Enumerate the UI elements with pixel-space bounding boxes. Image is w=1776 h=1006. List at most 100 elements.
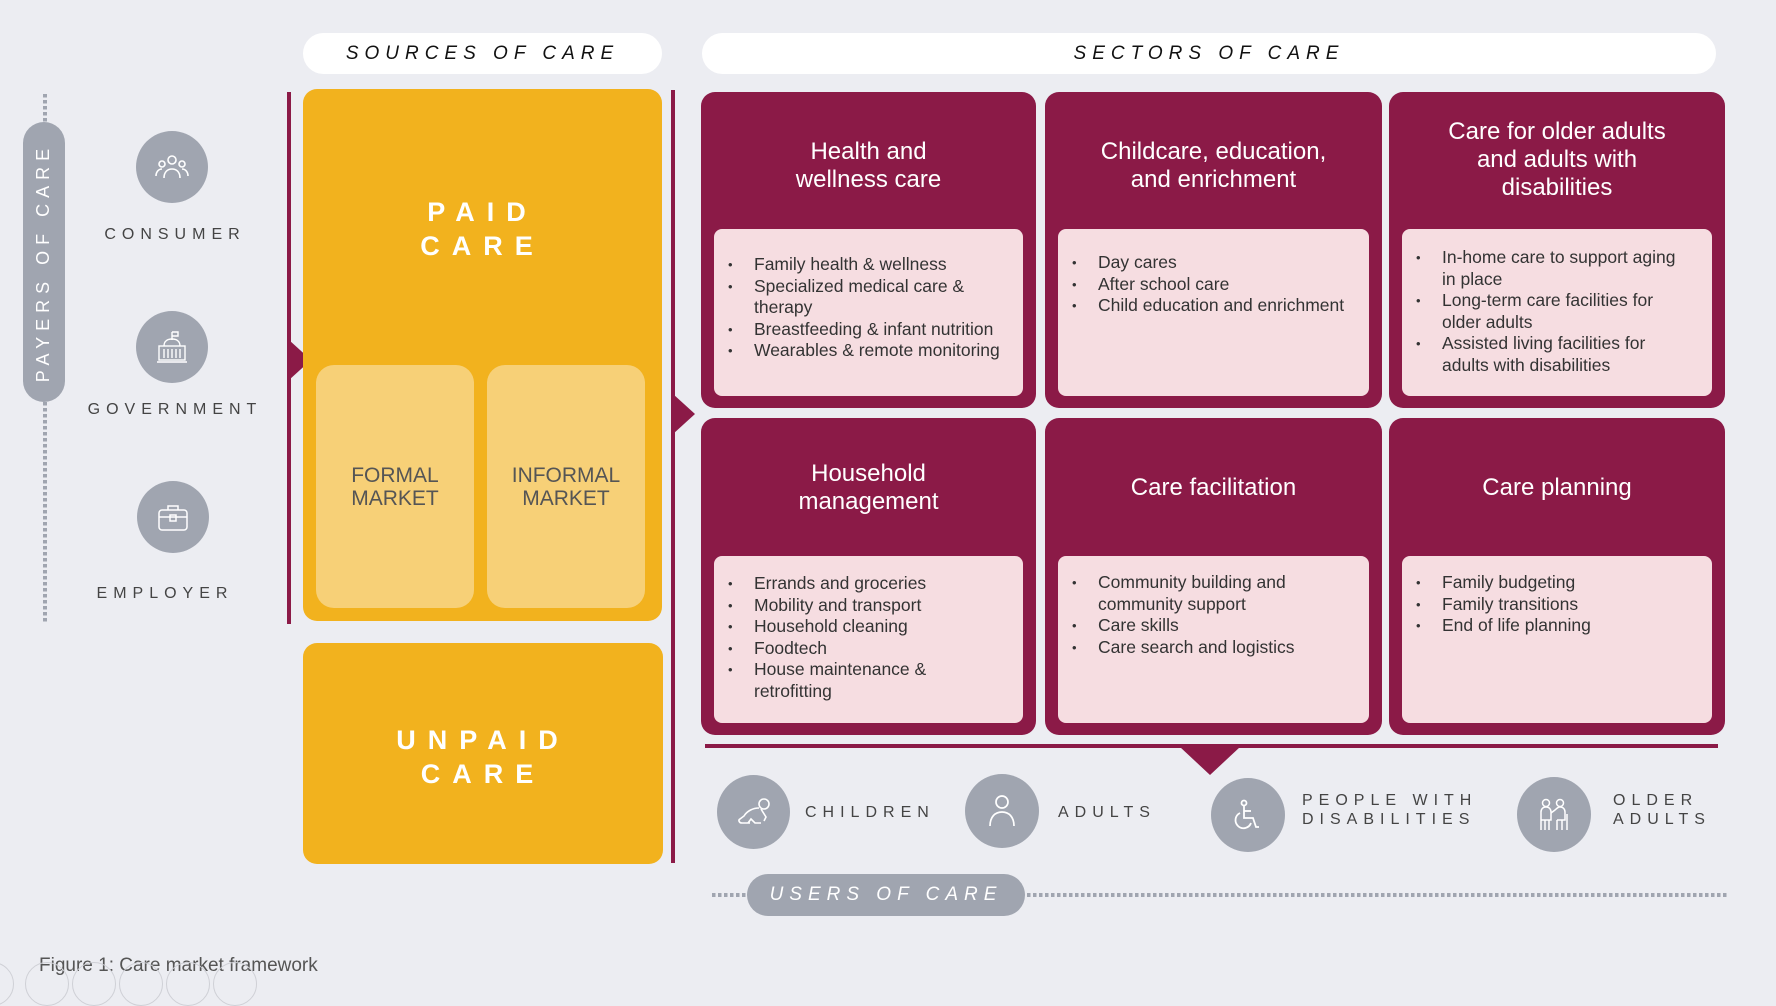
informal-market-line2: MARKET — [522, 486, 610, 510]
sector-title: Care for older adults and adults with di… — [1448, 118, 1666, 201]
sector-title: Care planning — [1482, 474, 1632, 501]
sector-title: Health and wellness care — [795, 138, 942, 193]
paid-care-line2: CARE — [420, 231, 545, 261]
sector-item: Family transitions — [1402, 594, 1712, 616]
sector-item: Errands and groceries — [714, 573, 1023, 595]
sector-item: After school care — [1058, 274, 1369, 296]
wheelchair-icon — [1234, 799, 1259, 830]
sector-item: Family budgeting — [1402, 572, 1712, 594]
payer-label-employer: EMPLOYER — [96, 585, 234, 602]
sector-card: Household management Errands and groceri… — [701, 418, 1036, 735]
sector-item: Family health & wellness — [714, 254, 1023, 276]
payers-dotted-line-top — [43, 94, 47, 122]
sector-item: Long-term care facilities for older adul… — [1402, 290, 1712, 333]
capitol-building-icon — [157, 331, 187, 363]
more-options-icon[interactable] — [213, 962, 257, 1006]
unpaid-care-line2: CARE — [420, 759, 546, 789]
sector-card: Care planning Family budgeting Family tr… — [1389, 418, 1725, 735]
sector-item: Assisted living facilities for adults wi… — [1402, 333, 1712, 376]
sources-of-care-header: SOURCES OF CARE — [303, 33, 662, 74]
sector-item: Specialized medical care & therapy — [714, 276, 1023, 319]
sector-item: Child education and enrichment — [1058, 295, 1369, 317]
payer-label-government: GOVERNMENT — [87, 401, 263, 418]
briefcase-icon — [158, 505, 188, 531]
formal-market-line1: FORMAL — [351, 463, 439, 487]
sector-item: Household cleaning — [714, 616, 1023, 638]
sources-to-sectors-arrow — [673, 394, 695, 434]
edit-pencil-icon[interactable] — [25, 962, 69, 1006]
sector-title: Care facilitation — [1130, 474, 1297, 501]
elderly-couple-icon — [1540, 798, 1568, 830]
employer-icon-circle — [137, 481, 209, 553]
sectors-to-users-bar — [705, 744, 1718, 748]
user-label-older-adults: OLDER ADULTS — [1613, 791, 1711, 829]
person-icon — [989, 795, 1015, 827]
user-label-older-adults-line1: OLDER — [1613, 792, 1699, 809]
sector-card: Childcare, education, and enrichment Day… — [1045, 92, 1382, 408]
crawling-baby-icon — [737, 798, 770, 824]
sector-card: Health and wellness care Family health &… — [701, 92, 1036, 408]
sector-item: Foodtech — [714, 638, 1023, 660]
sector-item: Wearables & remote monitoring — [714, 340, 1023, 362]
government-icon-circle — [136, 311, 208, 383]
sector-items-box: Day cares After school care Child educat… — [1058, 229, 1369, 396]
unpaid-care-title: UNPAID CARE — [303, 723, 663, 791]
sector-item: Mobility and transport — [714, 595, 1023, 617]
paid-care-line1: PAID — [427, 197, 538, 227]
consumer-icon-circle — [136, 131, 208, 203]
sector-card: Care for older adults and adults with di… — [1389, 92, 1725, 408]
payer-label-consumer: CONSUMER — [104, 226, 246, 243]
user-label-disabilities-line2: DISABILITIES — [1302, 811, 1476, 828]
sectors-to-users-arrow — [1180, 747, 1240, 775]
formal-market-line2: MARKET — [351, 486, 439, 510]
sector-item: Day cares — [1058, 252, 1369, 274]
sector-item: In-home care to support aging in place — [1402, 247, 1712, 290]
copy-icon[interactable] — [72, 962, 116, 1006]
sector-items-box: Family health & wellness Specialized med… — [714, 229, 1023, 396]
unpaid-care-box: UNPAID CARE — [303, 643, 663, 864]
user-label-disabilities-line1: PEOPLE WITH — [1302, 792, 1478, 809]
sectors-of-care-header: SECTORS OF CARE — [702, 33, 1716, 74]
sector-title: Household management — [798, 460, 939, 515]
sector-items-box: Community building and community support… — [1058, 556, 1369, 723]
users-dotted-line-right — [1027, 893, 1727, 897]
users-dotted-line-left — [712, 893, 747, 897]
sector-item: Community building and community support — [1058, 572, 1369, 615]
user-label-children: CHILDREN — [805, 804, 935, 821]
window-icon[interactable] — [166, 962, 210, 1006]
user-label-older-adults-line2: ADULTS — [1613, 811, 1711, 828]
disabilities-icon-circle — [1211, 778, 1285, 852]
paid-care-title: PAID CARE — [303, 195, 662, 263]
sectors-of-care-label: SECTORS OF CARE — [1073, 42, 1345, 64]
children-icon-circle — [717, 775, 790, 849]
toolbar-ghost-icon[interactable] — [0, 962, 14, 1006]
sector-items-box: Family budgeting Family transitions End … — [1402, 556, 1712, 723]
people-group-icon — [155, 155, 189, 179]
sector-title: Childcare, education, and enrichment — [1100, 138, 1327, 193]
users-of-care-label: USERS OF CARE — [769, 884, 1003, 905]
informal-market-line1: INFORMAL — [511, 463, 621, 487]
search-icon[interactable] — [119, 962, 163, 1006]
sector-card: Care facilitation Community building and… — [1045, 418, 1382, 735]
sector-items-box: Errands and groceries Mobility and trans… — [714, 556, 1023, 723]
users-of-care-pill: USERS OF CARE — [747, 874, 1025, 916]
payers-of-care-pill: PAYERS OF CARE — [23, 122, 65, 402]
user-label-adults: ADULTS — [1058, 804, 1156, 821]
sector-item: Care search and logistics — [1058, 637, 1369, 659]
older-adults-icon-circle — [1517, 777, 1591, 852]
sector-items-box: In-home care to support aging in place L… — [1402, 229, 1712, 396]
sources-of-care-label: SOURCES OF CARE — [345, 42, 620, 64]
sector-item: Breastfeeding & infant nutrition — [714, 319, 1023, 341]
sources-to-sectors-line — [671, 90, 675, 863]
user-label-disabilities: PEOPLE WITH DISABILITIES — [1302, 791, 1477, 829]
sector-item: House maintenance & retrofitting — [714, 659, 1023, 702]
sector-item: End of life planning — [1402, 615, 1712, 637]
adults-icon-circle — [965, 774, 1039, 848]
sector-item: Care skills — [1058, 615, 1369, 637]
unpaid-care-line1: UNPAID — [396, 725, 570, 755]
payers-dotted-line-bottom — [43, 402, 47, 622]
payers-of-care-label: PAYERS OF CARE — [33, 142, 54, 382]
